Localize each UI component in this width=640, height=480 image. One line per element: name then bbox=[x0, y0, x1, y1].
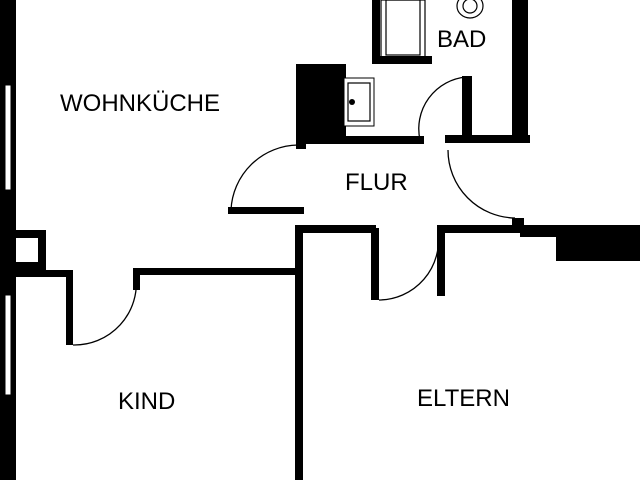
door-bad bbox=[418, 76, 467, 141]
wall-flur-bottom bbox=[296, 218, 527, 300]
sink-icon bbox=[343, 77, 375, 127]
room-label-bad: BAD bbox=[437, 26, 486, 53]
room-label-flur: FLUR bbox=[345, 169, 408, 196]
wall-niche-left bbox=[16, 230, 46, 270]
wall-kind-eltern bbox=[295, 225, 303, 480]
bathtub-icon bbox=[380, 0, 426, 63]
door-wohnkueche bbox=[230, 144, 299, 211]
exterior-wall-left bbox=[0, 0, 16, 480]
room-label-eltern: ELTERN bbox=[417, 385, 510, 412]
wall-wohnkueche-kind bbox=[16, 268, 302, 345]
wall-eltern-corner bbox=[520, 225, 640, 261]
bathroom-walls bbox=[296, 0, 530, 144]
room-label-wohnkueche: WOHNKÜCHE bbox=[60, 90, 220, 117]
room-label-kind: KIND bbox=[118, 388, 175, 415]
window-kind bbox=[4, 294, 12, 396]
door-kind bbox=[72, 275, 138, 346]
toilet-icon bbox=[456, 0, 484, 19]
window-wohnkueche bbox=[4, 84, 12, 191]
door-flur-right bbox=[447, 149, 516, 219]
door-eltern bbox=[378, 231, 440, 301]
wall-flur-left bbox=[228, 139, 306, 214]
